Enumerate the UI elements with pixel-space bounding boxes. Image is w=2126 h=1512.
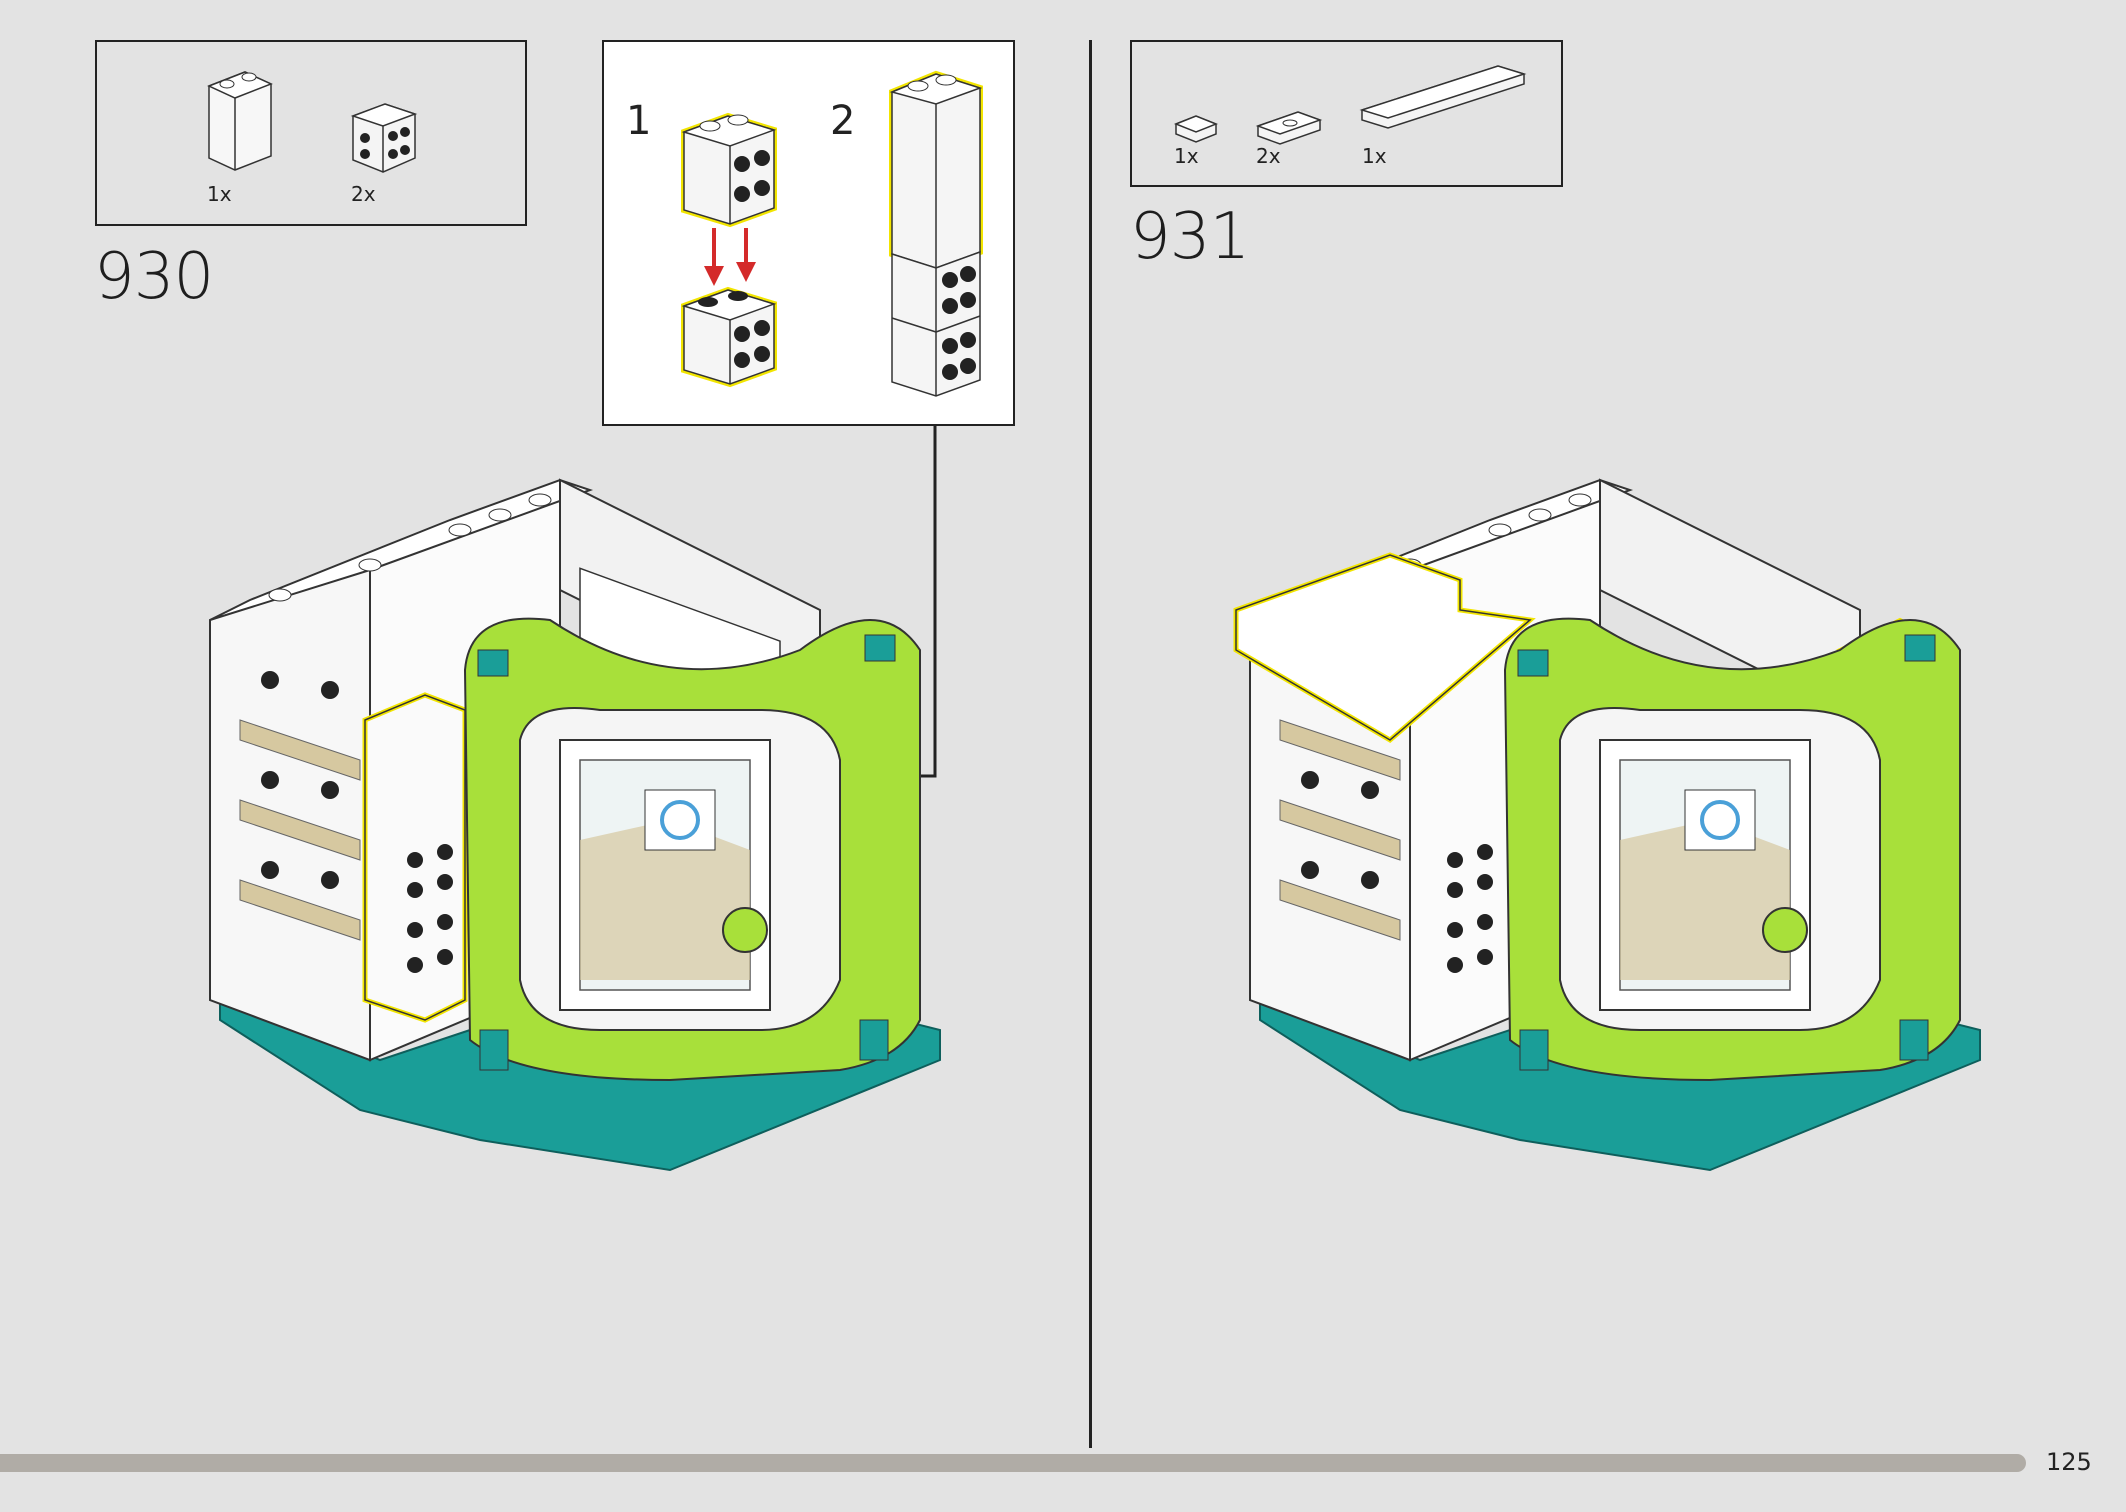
part-qty: 1x xyxy=(1174,144,1199,168)
part-qty: 1x xyxy=(207,182,232,206)
subassembly-callout: 1 2 xyxy=(602,40,1015,426)
part-qty: 2x xyxy=(351,182,376,206)
part-qty: 2x xyxy=(1256,144,1281,168)
page-divider xyxy=(1089,40,1092,1448)
parts-list-931: 1x 2x 1x xyxy=(1130,40,1563,187)
tile-1x8-icon xyxy=(1359,65,1527,129)
brick-2x2-side-studs-icon xyxy=(350,103,418,173)
brick-2x2-upper-icon xyxy=(681,112,777,228)
step-number: 931 xyxy=(1130,200,1250,274)
brick-1x2x3-icon xyxy=(207,71,273,171)
page-number: 125 xyxy=(2046,1448,2092,1476)
substep-number: 1 xyxy=(626,98,652,144)
brick-2x2-lower-icon xyxy=(681,286,777,388)
building-model-931 xyxy=(1233,478,1981,1172)
parts-list-930: 1x 2x xyxy=(95,40,527,226)
substep-number: 2 xyxy=(830,98,856,144)
part-qty: 1x xyxy=(1362,144,1387,168)
tile-1x1-icon xyxy=(1173,115,1219,143)
red-arrows-icon xyxy=(704,228,756,286)
assembled-column-icon xyxy=(889,70,983,397)
progress-bar xyxy=(0,1454,2026,1472)
step-number: 930 xyxy=(94,240,214,314)
jumper-plate-1x2-icon xyxy=(1255,111,1323,145)
building-model-930 xyxy=(209,478,941,1172)
